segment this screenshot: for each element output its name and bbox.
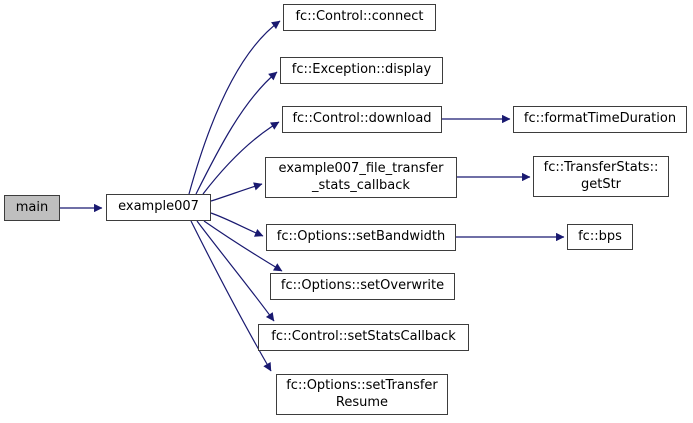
node-settransferresume-label: fc::Options::setTransfer Resume xyxy=(286,378,438,410)
node-stats-callback-label: example007_file_transfer _stats_callback xyxy=(278,161,444,193)
edge-example007-stats-callback xyxy=(210,182,263,202)
node-setbandwidth-label: fc::Options::setBandwidth xyxy=(276,229,446,245)
node-getstr-label: fc::TransferStats:: getStr xyxy=(543,160,659,192)
node-example007-label: example007 xyxy=(118,199,199,215)
node-formattimeduration-label: fc::formatTimeDuration xyxy=(523,111,677,127)
node-download[interactable]: fc::Control::download xyxy=(282,106,442,133)
edge-example007-setbandwidth xyxy=(210,212,264,237)
node-main: main xyxy=(4,195,60,221)
edge-example007-download xyxy=(202,121,280,195)
edge-example007-settransferresume xyxy=(190,220,272,372)
node-example007[interactable]: example007 xyxy=(106,194,211,221)
node-download-label: fc::Control::download xyxy=(292,111,432,127)
node-bps[interactable]: fc::bps xyxy=(567,224,633,250)
node-settransferresume[interactable]: fc::Options::setTransfer Resume xyxy=(276,374,448,415)
node-setoverwrite-label: fc::Options::setOverwrite xyxy=(280,278,445,294)
node-setstatscallback[interactable]: fc::Control::setStatsCallback xyxy=(258,324,469,351)
edge-example007-setstatscallback xyxy=(196,220,275,322)
edge-example007-setoverwrite xyxy=(203,220,283,272)
node-setbandwidth[interactable]: fc::Options::setBandwidth xyxy=(266,224,456,251)
node-setstatscallback-label: fc::Control::setStatsCallback xyxy=(271,329,456,345)
node-main-label: main xyxy=(15,199,49,215)
node-display-label: fc::Exception::display xyxy=(291,62,432,78)
node-setoverwrite[interactable]: fc::Options::setOverwrite xyxy=(270,273,455,300)
node-getstr[interactable]: fc::TransferStats:: getStr xyxy=(533,156,669,197)
node-stats-callback[interactable]: example007_file_transfer _stats_callback xyxy=(265,157,457,198)
node-connect-label: fc::Control::connect xyxy=(295,9,424,25)
node-bps-label: fc::bps xyxy=(578,228,622,244)
node-connect[interactable]: fc::Control::connect xyxy=(283,4,436,31)
node-formattimeduration[interactable]: fc::formatTimeDuration xyxy=(513,106,687,133)
edge-example007-display xyxy=(195,71,278,195)
node-display[interactable]: fc::Exception::display xyxy=(280,57,443,84)
edge-example007-connect xyxy=(188,20,281,195)
